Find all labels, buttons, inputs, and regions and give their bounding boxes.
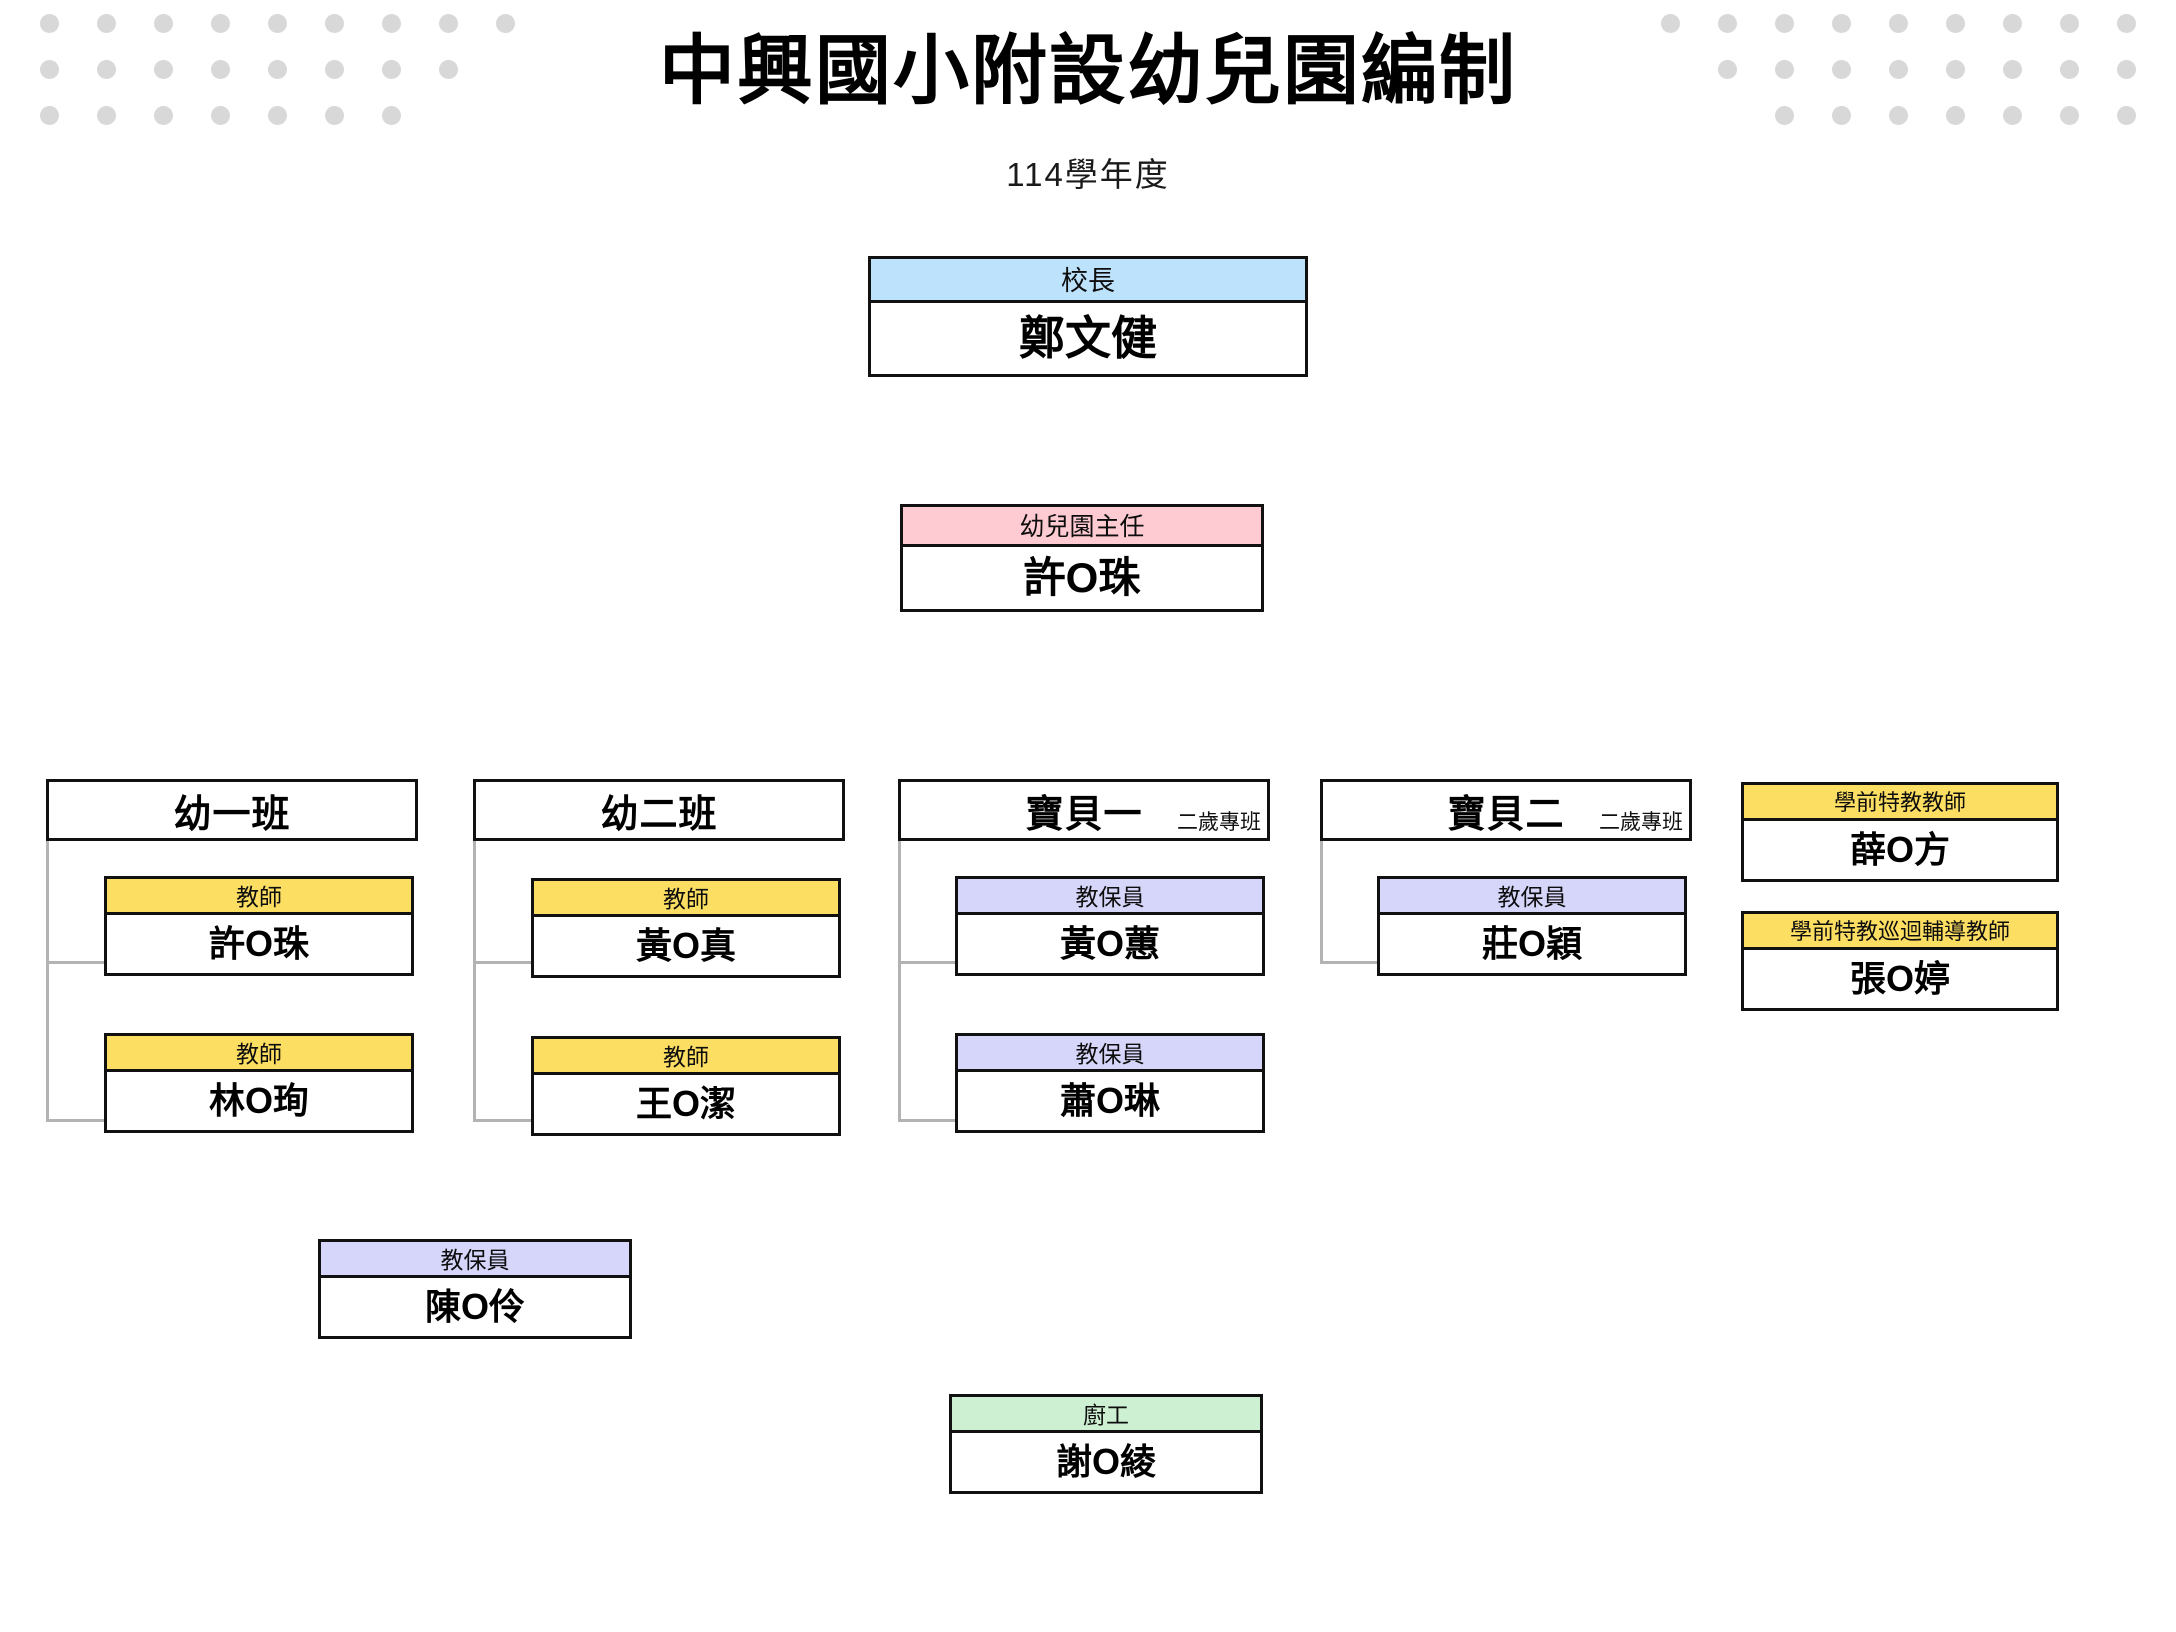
staff-name: 薛O方: [1744, 821, 2056, 879]
staff-role-label: 教師: [534, 881, 838, 917]
staff-name: 蕭O琳: [958, 1072, 1262, 1130]
connector-branch-class-4-staff-1: [1320, 961, 1380, 964]
staff-name: 黃O蕙: [958, 915, 1262, 973]
org-node-principal[interactable]: 校長 鄭文健: [868, 256, 1308, 377]
class-title: 寶貝二: [1447, 793, 1565, 836]
class-header-3[interactable]: 寶貝一 二歲專班: [898, 779, 1270, 841]
staff-card-class-2-teacher-1[interactable]: 教師 黃O真: [531, 878, 841, 978]
kitchen-role-label: 廚工: [952, 1397, 1260, 1433]
connector-branch-class-3-staff-1: [898, 961, 958, 964]
page-subtitle: 114學年度: [1006, 156, 1170, 193]
staff-name: 黃O真: [534, 917, 838, 975]
staff-name: 許O珠: [107, 915, 411, 973]
staff-name: 張O婷: [1744, 950, 2056, 1008]
connector-branch-class-2-staff-1: [473, 961, 533, 964]
staff-role-label: 學前特教教師: [1744, 785, 2056, 821]
connector-vertical-class-3: [898, 841, 901, 1122]
staff-name: 莊O穎: [1380, 915, 1684, 973]
org-node-director[interactable]: 幼兒園主任 許O珠: [900, 504, 1264, 612]
connector-vertical-class-4: [1320, 841, 1323, 964]
staff-card-support-caregiver[interactable]: 教保員 陳O伶: [318, 1239, 632, 1339]
principal-name: 鄭文健: [871, 303, 1305, 374]
staff-name: 林O珣: [107, 1072, 411, 1130]
connector-branch-class-1-staff-1: [46, 961, 106, 964]
staff-card-class-1-teacher-2[interactable]: 教師 林O珣: [104, 1033, 414, 1133]
class-subtitle: 二歲專班: [1599, 811, 1683, 834]
staff-role-label: 教保員: [1380, 879, 1684, 915]
staff-card-class-3-caregiver-2[interactable]: 教保員 蕭O琳: [955, 1033, 1265, 1133]
director-role-label: 幼兒園主任: [903, 507, 1261, 547]
staff-card-kitchen-worker[interactable]: 廚工 謝O綾: [949, 1394, 1263, 1494]
staff-name: 王O潔: [534, 1075, 838, 1133]
staff-card-class-2-teacher-2[interactable]: 教師 王O潔: [531, 1036, 841, 1136]
staff-role-label: 教師: [534, 1039, 838, 1075]
staff-card-class-3-caregiver-1[interactable]: 教保員 黃O蕙: [955, 876, 1265, 976]
staff-role-label: 學前特教巡迴輔導教師: [1744, 914, 2056, 950]
connector-vertical-class-2: [473, 841, 476, 1122]
page-title: 中興國小附設幼兒園編制: [659, 29, 1517, 114]
staff-name: 陳O伶: [321, 1278, 629, 1336]
class-header-1[interactable]: 幼一班: [46, 779, 418, 841]
class-subtitle: 二歲專班: [1177, 811, 1261, 834]
connector-branch-class-3-staff-2: [898, 1119, 958, 1122]
connector-branch-class-2-staff-2: [473, 1119, 533, 1122]
class-header-4[interactable]: 寶貝二 二歲專班: [1320, 779, 1692, 841]
director-name: 許O珠: [903, 547, 1261, 609]
class-header-2[interactable]: 幼二班: [473, 779, 845, 841]
class-title: 幼一班: [173, 793, 291, 836]
kitchen-name: 謝O綾: [952, 1433, 1260, 1491]
staff-card-special-ed-itinerant-teacher[interactable]: 學前特教巡迴輔導教師 張O婷: [1741, 911, 2059, 1011]
staff-role-label: 教保員: [958, 1036, 1262, 1072]
staff-card-special-ed-teacher[interactable]: 學前特教教師 薛O方: [1741, 782, 2059, 882]
connector-vertical-class-1: [46, 841, 49, 1122]
staff-role-label: 教師: [107, 1036, 411, 1072]
staff-role-label: 教師: [107, 879, 411, 915]
connector-branch-class-1-staff-2: [46, 1119, 106, 1122]
staff-role-label: 教保員: [321, 1242, 629, 1278]
staff-card-class-1-teacher-1[interactable]: 教師 許O珠: [104, 876, 414, 976]
staff-role-label: 教保員: [958, 879, 1262, 915]
class-title: 寶貝一: [1025, 793, 1143, 836]
staff-card-class-4-caregiver-1[interactable]: 教保員 莊O穎: [1377, 876, 1687, 976]
principal-role-label: 校長: [871, 259, 1305, 303]
class-title: 幼二班: [600, 793, 718, 836]
